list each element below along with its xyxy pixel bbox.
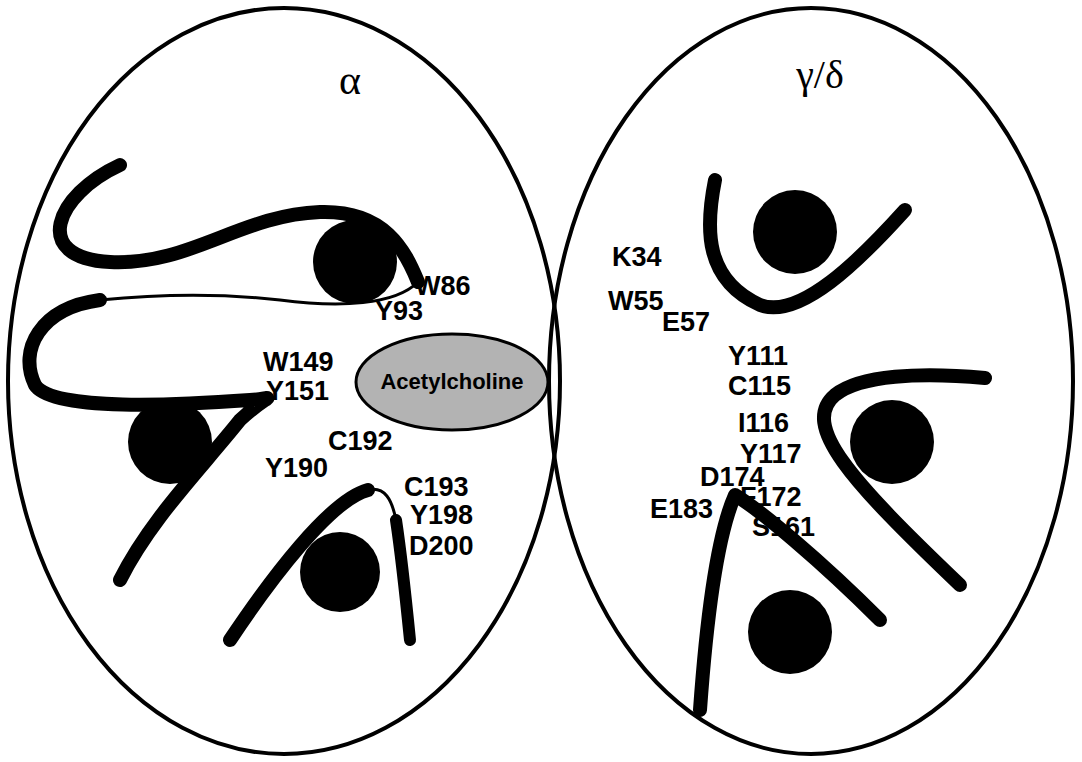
residue-dot bbox=[128, 400, 212, 484]
ligand-name: Acetylcholine bbox=[380, 371, 523, 393]
ligand-outline bbox=[356, 334, 548, 430]
residue-label: W86 bbox=[415, 273, 471, 300]
loop-strand bbox=[710, 180, 905, 307]
residue-label: W149 bbox=[263, 349, 334, 376]
subunit-name: α bbox=[339, 59, 361, 101]
residue-label: D200 bbox=[409, 533, 474, 560]
residue-label: C115 bbox=[728, 373, 791, 400]
residue-label: C193 bbox=[404, 474, 469, 501]
loop-strand bbox=[700, 495, 880, 710]
residue-dot bbox=[300, 532, 380, 612]
residue-dot bbox=[753, 190, 837, 274]
ligand-ellipse: Acetylcholine bbox=[354, 332, 550, 432]
residue-label: E183 bbox=[650, 496, 713, 523]
residue-dot bbox=[850, 400, 934, 484]
residue-label: W55 bbox=[608, 288, 664, 315]
residue-label: Y93 bbox=[375, 298, 423, 325]
residue-label: E57 bbox=[662, 309, 710, 336]
residue-label: S161 bbox=[752, 514, 815, 541]
subunit-outline bbox=[549, 8, 1073, 754]
residue-label: Y198 bbox=[410, 502, 473, 529]
residue-label: Y190 bbox=[265, 455, 328, 482]
loop-strand bbox=[29, 300, 267, 580]
residue-label: C192 bbox=[328, 428, 393, 455]
loop-strand-thin bbox=[368, 489, 396, 520]
residue-dot bbox=[748, 590, 832, 674]
subunit-name: γ/δ bbox=[796, 55, 844, 95]
node-outline bbox=[546, 5, 1076, 757]
residue-dot bbox=[313, 220, 397, 304]
residue-label: I116 bbox=[738, 410, 789, 437]
subunit-outline bbox=[8, 8, 560, 754]
subunit-ellipse: γ/δ bbox=[546, 5, 1076, 757]
residue-label: K34 bbox=[612, 244, 662, 271]
residue-label: F172 bbox=[740, 484, 802, 511]
loop-strand bbox=[396, 520, 410, 640]
residue-label: Y151 bbox=[266, 378, 329, 405]
residue-label: Y111 bbox=[728, 343, 788, 370]
loop-strand bbox=[824, 375, 985, 585]
